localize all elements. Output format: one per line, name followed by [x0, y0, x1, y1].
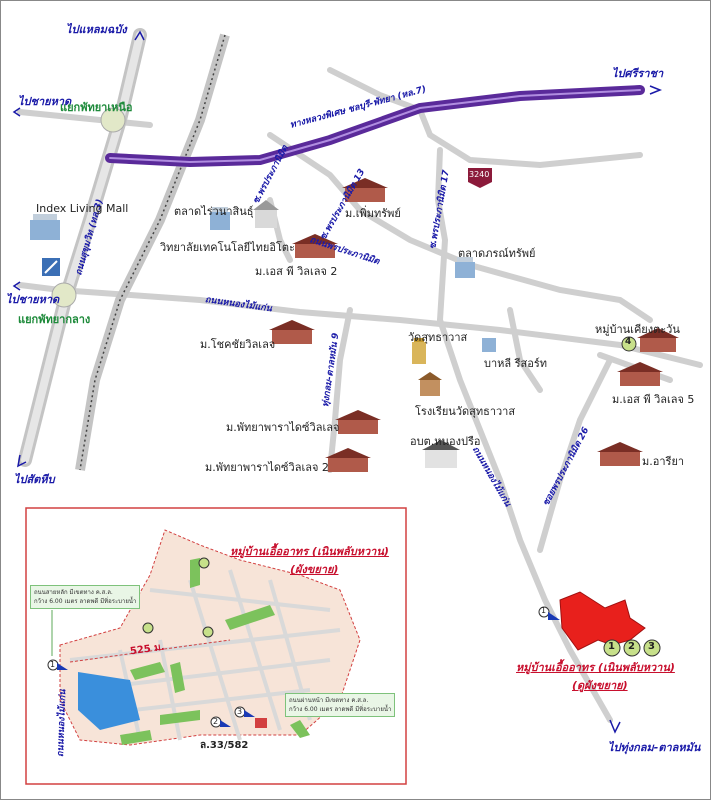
- place-index-mall: Index Living Mall: [36, 202, 129, 215]
- dest-laem-chabang: ไปแหลมฉบัง: [66, 23, 127, 36]
- inset-project-name: หมู่บ้านเอื้ออาทร (เนินพลับหวาน): [230, 545, 389, 558]
- junction-central-label: แยกพัทยากลาง: [18, 313, 91, 326]
- flag-marker-1: [538, 606, 560, 620]
- inset-note-1: ถนนสายหลัก มีเขตทาง ค.ส.ล. กว้าง 6.00 เม…: [30, 585, 141, 609]
- place-sp-village-2: ม.เอส พี วิลเลจ 2: [255, 265, 338, 278]
- inset-flag-3-text: 3: [237, 707, 243, 716]
- place-wat: วัดสุทธาวาส: [408, 331, 468, 344]
- inset-note-2-line-1: ถนนผ่านหน้า มีเขตทาง ค.ส.ล.: [289, 697, 369, 704]
- inset-lot: ล.33/582: [200, 740, 249, 751]
- inset-flag-1-text: 1: [50, 660, 56, 669]
- motorway-road: [105, 85, 645, 168]
- route-3240-text: 3240: [469, 170, 490, 179]
- place-permsap: ม.เพิ่มทรัพย์: [345, 207, 401, 220]
- house-icon: [210, 207, 230, 230]
- no-sign-icon: [42, 258, 60, 276]
- marker-4-text: 4: [625, 337, 632, 347]
- house-icon: [412, 338, 426, 364]
- house-icon: [335, 410, 381, 434]
- house-icon: [292, 234, 338, 258]
- marker-2-text: 2: [628, 641, 635, 652]
- dest-beach-top: ไปชายหาด: [18, 95, 72, 108]
- place-school: โรงเรียนวัดสุทธาวาส: [415, 405, 516, 418]
- house-icon: [637, 328, 679, 352]
- house-icon: [482, 338, 496, 352]
- sukhumvit-road: [18, 28, 147, 467]
- inset-flag-2-text: 2: [213, 717, 219, 726]
- house-icon: [325, 448, 371, 472]
- place-chokechai: ม.โชคชัยวิลเลจ: [200, 338, 276, 351]
- inset-note-2-line-2: กว้าง 6.00 เมตร ลาดพดี มีทิ่อระบายน้ำ: [289, 706, 392, 713]
- project-sub: (ดูผังขยาย): [572, 679, 628, 692]
- place-sp-village-5: ม.เอส พี วิลเลจ 5: [612, 393, 695, 406]
- marker-3-text: 3: [648, 641, 655, 652]
- project-site-shape: [559, 591, 646, 651]
- dest-beach-mid: ไปชายหาด: [6, 293, 60, 306]
- inset-road-label: ถนนหนองไม้แก่น: [56, 689, 69, 758]
- place-talad: ตลาดไร่วนาสินธุ์: [174, 205, 254, 218]
- building-icons: [30, 178, 679, 472]
- house-icon: [342, 178, 388, 202]
- place-pattaya-village: ม.พัทยาพาราไดซ์วิลเลจ: [226, 421, 340, 434]
- house-icon: [253, 200, 279, 228]
- inset-note-1-line-2: กว้าง 6.00 เมตร ลาดพดี มีทิ่อระบายน้ำ: [34, 598, 137, 605]
- house-icon: [30, 214, 60, 240]
- inset-project-sub: (ผังขยาย): [290, 563, 339, 576]
- junction-north-circle: [100, 107, 126, 133]
- place-bali-resort: บาหลี รีสอร์ท: [484, 357, 548, 370]
- place-ariya: ม.อารียา: [642, 455, 685, 468]
- junction-north-label: แยกพัทยาเหนือ: [60, 101, 133, 114]
- inset-note-2: ถนนผ่านหน้า มีเขตทาง ค.ส.ล. กว้าง 6.00 เ…: [285, 693, 396, 717]
- house-icon: [418, 372, 442, 396]
- flag-1-text: 1: [541, 606, 547, 615]
- place-obt: อบต.หนองปรือ: [410, 435, 481, 448]
- place-kiang-tawan: หมู่บ้านเคียงตะวัน: [595, 323, 680, 336]
- house-icon: [617, 362, 663, 386]
- place-talad-2: ตลาดภรณ์ทรัพย์: [458, 247, 536, 260]
- place-tech-college: วิทยาลัยเทคโนโลยีไทยอิโตะ: [160, 241, 295, 254]
- house-icon: [269, 320, 315, 344]
- dest-si-racha: ไปศรีราชา: [612, 67, 664, 80]
- project-name: หมู่บ้านเอื้ออาทร (เนินพลับหวาน): [516, 661, 675, 674]
- inset-note-1-line-1: ถนนสายหลัก มีเขตทาง ค.ส.ล.: [34, 589, 113, 596]
- dest-sattahip: ไปสัตหีบ: [14, 473, 55, 486]
- marker-circles: [603, 336, 661, 657]
- dest-thung-klom: ไปทุ่งกลม-ตาลหมัน: [608, 741, 701, 754]
- junction-central-circle: [51, 282, 77, 308]
- inset-map: [47, 529, 361, 746]
- route-3240-badge: [468, 168, 492, 188]
- house-icon: [422, 440, 460, 468]
- house-icon: [597, 442, 643, 466]
- place-pattaya-village-2: ม.พัทยาพาราไดซ์วิลเลจ 2: [205, 461, 329, 474]
- destination-arrows: [12, 30, 663, 734]
- house-icon: [455, 257, 475, 278]
- railway: [75, 33, 230, 471]
- marker-1-text: 1: [608, 641, 615, 652]
